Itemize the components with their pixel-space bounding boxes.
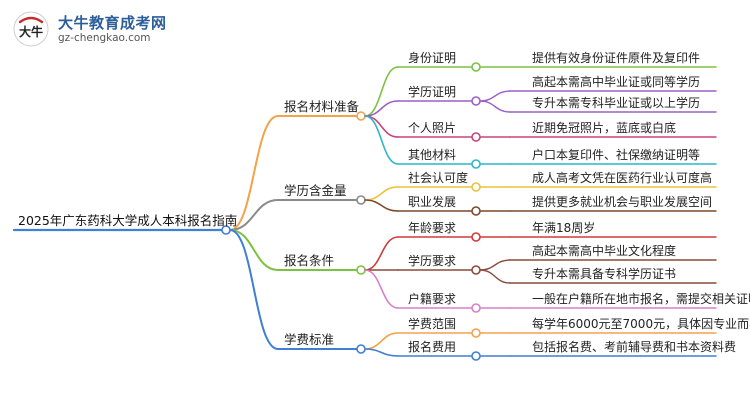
logo-site-url: gz-chengkao.com [58, 32, 151, 44]
sub-connector [364, 236, 399, 271]
branch-node[interactable]: 学历含金量 [284, 183, 347, 198]
sub-connector [364, 100, 399, 117]
sub-node[interactable]: 报名费用 [408, 340, 457, 354]
sub-node-dot [471, 265, 481, 275]
branch-connector [229, 115, 279, 231]
sub-node[interactable]: 学历要求 [408, 254, 457, 268]
detail-node[interactable]: 年满18周岁 [532, 221, 596, 235]
sub-node[interactable]: 社会认可度 [408, 171, 469, 185]
site-logo[interactable]: 大牛 大牛教育成考网 gz-chengkao.com [12, 10, 242, 52]
sub-node-dot [471, 328, 481, 338]
detail-node[interactable]: 高起本需高中毕业证或同等学历 [532, 75, 701, 89]
detail-node[interactable]: 高起本需高中毕业文化程度 [532, 244, 677, 258]
detail-node[interactable]: 专升本需专科毕业证或以上学历 [532, 96, 701, 110]
detail-connector [479, 269, 511, 284]
logo-mark-text: 大牛 [19, 24, 43, 39]
sub-node-dot [471, 132, 481, 142]
sub-node[interactable]: 学历证明 [408, 85, 457, 99]
sub-connector [364, 269, 399, 309]
sub-node[interactable]: 个人照片 [408, 121, 457, 135]
sub-connector [364, 348, 399, 357]
detail-node[interactable]: 户口本复印件、社保缴纳证明等 [532, 148, 701, 162]
branch-node[interactable]: 报名条件 [284, 253, 335, 268]
sub-connector [364, 186, 399, 201]
detail-node[interactable]: 近期免冠照片，蓝底或白底 [532, 121, 677, 135]
branch-node[interactable]: 学费标准 [284, 332, 335, 347]
sub-node-dot [471, 351, 481, 361]
sub-node[interactable]: 其他材料 [408, 148, 457, 162]
sub-node-dot [471, 206, 481, 216]
detail-node[interactable]: 每学年6000元至7000元，具体因专业而异 [532, 317, 750, 331]
sub-node-dot [471, 96, 481, 106]
detail-node[interactable]: 一般在户籍所在地市报名，需提交相关证明 [532, 292, 750, 306]
sub-connector [364, 66, 399, 117]
branch-node-dot [356, 195, 366, 205]
bull-logo-icon: 大牛 [13, 11, 49, 47]
sub-node[interactable]: 身份证明 [408, 51, 457, 65]
sub-connector [364, 115, 399, 138]
logo-site-name: 大牛教育成考网 [58, 14, 167, 32]
sub-connector [364, 199, 399, 212]
sub-node[interactable]: 职业发展 [408, 195, 457, 209]
sub-node-dot [471, 303, 481, 313]
branch-node[interactable]: 报名材料准备 [284, 99, 360, 114]
detail-node[interactable]: 专升本需具备专科学历证书 [532, 267, 677, 281]
sub-node-dot [471, 182, 481, 192]
branch-connector [229, 229, 279, 350]
detail-node[interactable]: 成人高考文凭在医药行业认可度高 [532, 171, 713, 185]
branch-node-dot [356, 265, 366, 275]
detail-connector [479, 100, 511, 113]
sub-node-dot [471, 159, 481, 169]
root-node[interactable]: 2025年广东药科大学成人本科报名指南 [18, 213, 238, 228]
sub-node[interactable]: 户籍要求 [408, 292, 457, 306]
detail-connector [479, 90, 511, 102]
sub-node-dot [471, 62, 481, 72]
sub-node[interactable]: 学费范围 [408, 317, 457, 331]
sub-node[interactable]: 年龄要求 [408, 221, 457, 235]
sub-connector [364, 332, 399, 350]
detail-node[interactable]: 提供有效身份证件原件及复印件 [532, 51, 701, 65]
branch-connector [229, 199, 279, 231]
sub-connector [364, 115, 399, 165]
detail-node[interactable]: 包括报名费、考前辅导费和书本资料费 [532, 340, 737, 354]
sub-node-dot [471, 232, 481, 242]
detail-connector [479, 259, 511, 271]
branch-connector [229, 229, 279, 271]
detail-node[interactable]: 提供更多就业机会与职业发展空间 [532, 195, 713, 209]
branch-node-dot [356, 344, 366, 354]
